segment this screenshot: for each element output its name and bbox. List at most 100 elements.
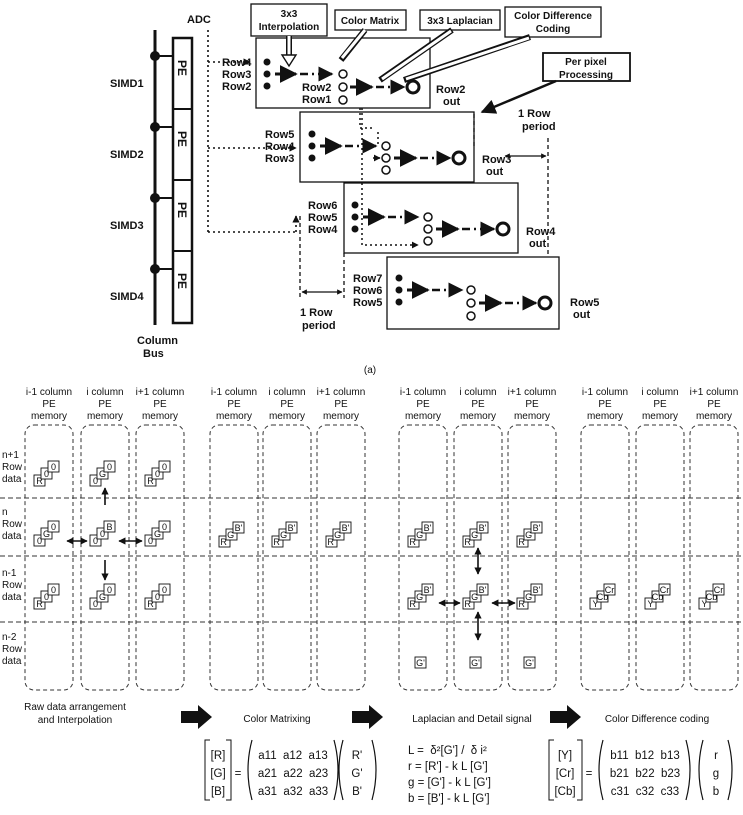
pixel-cell [603,583,616,596]
pixel-cell [523,590,536,603]
pixel-cell-label: B' [533,585,541,595]
pixel-cell [40,467,53,480]
svg-text:g = [G'] - k L [G']: g = [G'] - k L [G'] [408,777,491,789]
pixel-cell-label: R' [518,537,526,547]
simd2-label: SIMD2 [110,149,144,161]
svg-text:G': G' [351,768,362,780]
pixel-cell-label: R' [220,537,228,547]
pixel-cell-label: G' [471,658,480,668]
stage-4: Row7 Row6 Row5 Row5 out [353,256,599,330]
row-label: Row7 [353,273,382,285]
pe-memory-column [689,424,739,691]
pixel-cell [523,528,536,541]
column-header: i-1 column [400,387,446,398]
stage-2: Row5 Row4 Row3 Row3 out [265,111,511,183]
pixel-cell [658,583,671,596]
row-label: data [2,474,22,485]
svg-text:3x3: 3x3 [281,9,298,20]
column-header: i column [268,387,305,398]
pixel-cell [144,474,157,487]
pixel-cell-label: B' [479,585,487,595]
pixel-cell-label: 0 [155,592,160,602]
pixel-cell-label: G' [525,592,534,602]
pixel-cell [421,521,434,534]
column-header: memory [31,411,67,422]
out-label: Row2 [436,84,465,96]
pixel-cell [516,535,529,548]
pe-memory-diagram: n+1RowdatanRowdatan-1Rowdatan-2Rowdatai-… [0,387,743,691]
svg-text:R': R' [352,750,363,762]
out-label: out [573,309,590,321]
pixel-cell-label: 0 [51,462,56,472]
pixel-cell-label: Y [592,599,598,609]
callout-color-difference: Color Difference Coding [403,6,602,83]
svg-text:B': B' [352,786,362,798]
pixel-cell-label: R' [409,599,417,609]
pixel-cell-label: R' [464,599,472,609]
pixel-cell [596,590,609,603]
pixel-cell [339,521,352,534]
pixel-cell-label: R' [409,537,417,547]
column-header: i+1 column [690,387,739,398]
pixel-cell [271,535,284,548]
pixel-cell-label: Y [647,599,653,609]
pixel-cell [144,597,157,610]
svg-text:Color Difference: Color Difference [514,11,592,22]
column-header: PE [334,399,348,410]
column-bus-label: Column [137,335,178,347]
pixel-cell-label: R [147,599,154,609]
row-label: Row [2,519,23,530]
pe-memory-column [453,424,503,691]
pixel-cell-label: B' [342,523,350,533]
pe-memory-column [209,424,259,691]
row-label: data [2,656,22,667]
simd4-label: SIMD4 [110,291,145,303]
pixel-cell [414,590,427,603]
callout-interpolation: 3x3 Interpolation [250,3,328,68]
column-header: memory [642,411,678,422]
pixel-cell-label: G [99,469,106,479]
pixel-cell [523,656,536,669]
pixel-cell-label: 0 [51,585,56,595]
row-label: Row4 [222,57,252,69]
row-label: Row3 [222,69,251,81]
pixel-cell-label: Y [701,599,707,609]
pixel-cell [476,521,489,534]
step-arrow [181,705,212,729]
pixel-cell-label: B [106,522,112,532]
pixel-cell [158,460,171,473]
row-label: n [2,507,8,518]
svg-text:Per pixel: Per pixel [565,57,607,68]
pixel-cell [47,460,60,473]
column-header: memory [587,411,623,422]
pixel-cell-label: R [36,476,43,486]
column-header: PE [98,399,112,410]
out-label: Row4 [526,226,556,238]
column-header: i column [86,387,123,398]
color-difference-equation: [Y] [Cr] [Cb] = b11 b12 b13 b21 b22 b23 … [548,739,733,801]
pixel-cell [144,534,157,547]
column-header: memory [696,411,732,422]
step-label: Raw data arrangement [24,702,126,713]
pixel-cell-label: Cr [714,585,724,595]
svg-text:g: g [713,768,719,780]
column-header: PE [280,399,294,410]
pixel-cell-label: R [147,476,154,486]
pixel-cell-label: G [43,529,50,539]
column-header: i+1 column [508,387,557,398]
row-label: Row4 [265,141,295,153]
svg-text:r: r [714,750,718,762]
pixel-cell [232,521,245,534]
svg-text:Processing: Processing [559,70,613,81]
pixel-cell [651,590,664,603]
processing-steps: Raw data arrangement and Interpolation C… [24,702,709,729]
svg-text:=: = [586,768,593,780]
pe-memory-column [398,424,448,691]
pixel-cell-label: B' [479,523,487,533]
stage-1: Row4 Row3 Row2 Row2 Row1 Row2 out [222,37,465,109]
pixel-cell [218,535,231,548]
pixel-cell-label: 0 [162,522,167,532]
column-header: i+1 column [317,387,366,398]
pe-label: PE [175,60,189,76]
